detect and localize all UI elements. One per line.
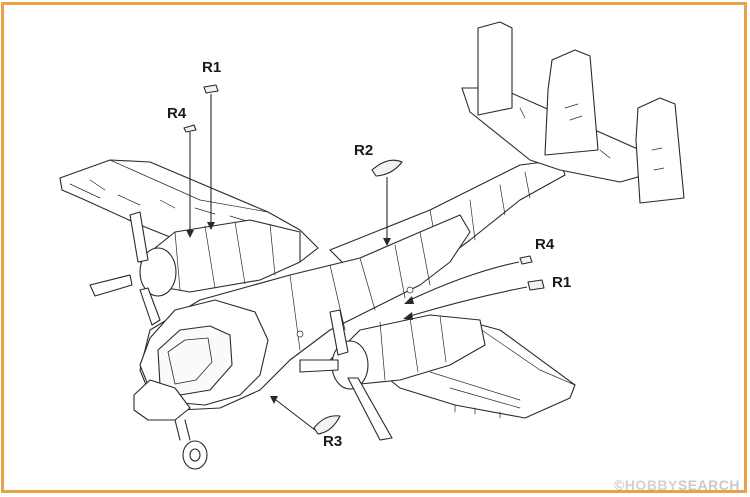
right-fin xyxy=(635,97,685,204)
right-nacelle xyxy=(329,314,486,386)
aircraft-drawing xyxy=(59,21,685,470)
part-r4-upper xyxy=(183,124,197,133)
hobby-search-watermark: ©HOBBYSEARCH xyxy=(614,477,740,493)
label-r4-right: R4 xyxy=(535,236,555,253)
label-r2: R2 xyxy=(354,142,374,159)
left-fin xyxy=(477,21,513,116)
leader-lines xyxy=(189,94,528,431)
label-r1-right: R1 xyxy=(552,274,572,291)
right-propeller xyxy=(299,309,393,441)
watermark-brand: HOBBY xyxy=(624,477,678,493)
center-fin xyxy=(544,49,599,156)
part-r1-upper xyxy=(203,84,219,94)
watermark-prefix: © xyxy=(613,477,625,493)
arrow-heads xyxy=(186,222,414,404)
part-r4-right xyxy=(519,255,533,265)
watermark-suffix: SEARCH xyxy=(677,477,740,493)
part-r1-right xyxy=(527,279,545,291)
loose-parts xyxy=(183,84,545,435)
label-r1-upper: R1 xyxy=(202,59,222,76)
label-r4-upper: R4 xyxy=(167,105,187,122)
part-r2 xyxy=(371,159,403,177)
label-r3: R3 xyxy=(323,433,343,450)
part-r3 xyxy=(313,415,341,435)
left-propeller xyxy=(89,211,161,326)
